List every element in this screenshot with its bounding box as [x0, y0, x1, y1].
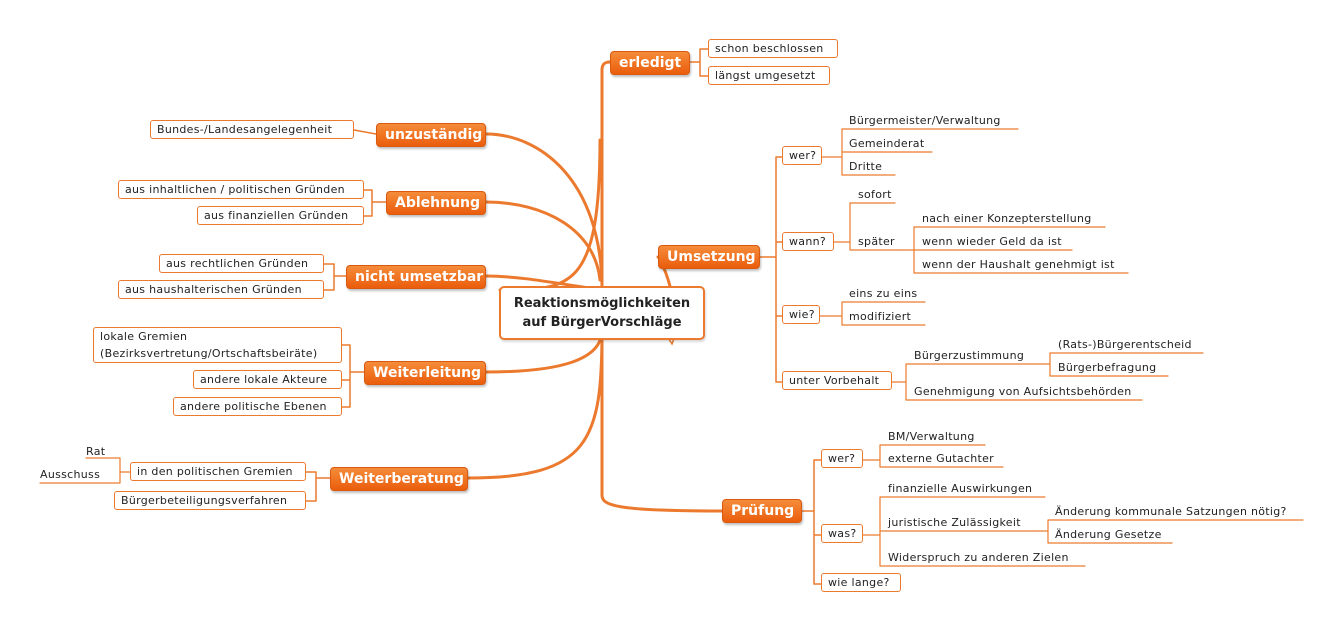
- connector-line: [341, 344, 365, 408]
- connector-line: [484, 132, 604, 287]
- leaf-buergermeister[interactable]: Bürgermeister/Verwaltung: [849, 114, 1001, 127]
- topic-pruefung[interactable]: Prüfung: [722, 499, 802, 523]
- connector-line: [759, 156, 783, 383]
- connector-line: [899, 226, 1129, 274]
- subtopic-wie-lange[interactable]: wie lange?: [821, 573, 901, 592]
- connector-line: [39, 457, 131, 484]
- connector-line: [819, 301, 926, 326]
- connector-line: [891, 363, 1143, 401]
- leaf-juristisch[interactable]: juristische Zulässigkeit: [888, 516, 1021, 529]
- subtopic-lokale-gremien-line2: (Bezirksvertretung/Ortschaftsbeiräte): [100, 347, 318, 360]
- topic-weiterleitung[interactable]: Weiterleitung: [364, 361, 486, 385]
- subtopic-p-was[interactable]: was?: [821, 524, 863, 543]
- connector-line: [363, 189, 387, 217]
- connector-line: [353, 129, 377, 135]
- connector-line: [821, 128, 1019, 176]
- subtopic-laengst-umgesetzt[interactable]: längst umgesetzt: [708, 66, 830, 85]
- leaf-fin-ausw[interactable]: finanzielle Auswirkungen: [888, 482, 1033, 495]
- subtopic-lokale-gremien[interactable]: lokale Gremien (Bezirksvertretung/Ortsch…: [93, 327, 342, 363]
- leaf-geld[interactable]: wenn wieder Geld da ist: [922, 235, 1062, 248]
- leaf-konzept[interactable]: nach einer Konzepterstellung: [922, 212, 1092, 225]
- subtopic-lokale-gremien-line1: lokale Gremien: [100, 330, 188, 343]
- subtopic-inhaltlich[interactable]: aus inhaltlichen / politischen Gründen: [118, 180, 364, 199]
- connector-line: [801, 459, 822, 585]
- connector-line: [1034, 519, 1304, 544]
- leaf-zustimmung[interactable]: Bürgerzustimmung: [914, 349, 1025, 362]
- central-topic-line1: Reaktionsmöglichkeiten: [513, 296, 691, 311]
- leaf-ausschuss[interactable]: Ausschuss: [40, 468, 101, 481]
- leaf-widerspruch[interactable]: Widerspruch zu anderen Zielen: [888, 551, 1069, 564]
- leaf-eins[interactable]: eins zu eins: [849, 287, 918, 300]
- leaf-modifiziert[interactable]: modifiziert: [849, 310, 912, 323]
- connector-line: [600, 60, 612, 287]
- leaf-entscheid[interactable]: (Rats-)Bürgerentscheid: [1058, 338, 1192, 351]
- leaf-gesetze[interactable]: Änderung Gesetze: [1055, 528, 1162, 541]
- subtopic-haushalterisch[interactable]: aus haushalterischen Gründen: [118, 280, 324, 299]
- connector-line: [323, 263, 347, 291]
- connector-line: [862, 496, 1086, 567]
- leaf-spaeter[interactable]: später: [858, 235, 895, 248]
- subtopic-schon-beschlossen[interactable]: schon beschlossen: [708, 39, 838, 58]
- subtopic-rechtlich[interactable]: aus rechtlichen Gründen: [159, 254, 324, 273]
- subtopic-andere-ebenen[interactable]: andere politische Ebenen: [173, 397, 342, 416]
- subtopic-andere-akteure[interactable]: andere lokale Akteure: [193, 370, 342, 389]
- leaf-befragung[interactable]: Bürgerbefragung: [1058, 361, 1157, 374]
- connector-line: [484, 200, 602, 282]
- leaf-satzungen[interactable]: Änderung kommunale Satzungen nötig?: [1055, 505, 1287, 518]
- connector-line: [466, 328, 604, 480]
- topic-weiterberatung[interactable]: Weiterberatung: [330, 467, 468, 491]
- subtopic-u-wer[interactable]: wer?: [782, 146, 822, 165]
- subtopic-pol-gremien[interactable]: in den politischen Gremien: [130, 462, 306, 481]
- topic-unzustaendig[interactable]: unzuständig: [376, 123, 486, 147]
- leaf-gutachter[interactable]: externe Gutachter: [888, 452, 995, 465]
- connector-line: [862, 444, 1004, 468]
- leaf-dritte[interactable]: Dritte: [849, 160, 883, 173]
- subtopic-buergerbeteiligung[interactable]: Bürgerbeteiligungsverfahren: [114, 491, 306, 510]
- topic-erledigt[interactable]: erledigt: [610, 51, 690, 75]
- connector-line: [1034, 352, 1204, 377]
- leaf-bm[interactable]: BM/Verwaltung: [888, 430, 975, 443]
- topic-ablehnung[interactable]: Ablehnung: [386, 191, 486, 215]
- leaf-rat[interactable]: Rat: [86, 445, 106, 458]
- subtopic-u-wann[interactable]: wann?: [782, 232, 834, 251]
- topic-nicht-umsetzbar[interactable]: nicht umsetzbar: [346, 265, 486, 289]
- subtopic-u-wie[interactable]: wie?: [782, 305, 820, 324]
- subtopic-bundes-landes[interactable]: Bundes-/Landesangelegenheit: [150, 120, 354, 139]
- topic-umsetzung[interactable]: Umsetzung: [658, 245, 760, 269]
- connector-line: [600, 313, 724, 513]
- connector-line: [305, 471, 331, 502]
- leaf-sofort[interactable]: sofort: [858, 188, 892, 201]
- leaf-gemeinderat[interactable]: Gemeinderat: [849, 137, 925, 150]
- connector-line: [833, 202, 901, 251]
- central-topic-line2: auf BürgerVorschläge: [522, 315, 682, 330]
- leaf-aufsicht[interactable]: Genehmigung von Aufsichtsbehörden: [914, 385, 1132, 398]
- leaf-haushalt[interactable]: wenn der Haushalt genehmigt ist: [922, 258, 1115, 271]
- connector-line: [689, 48, 709, 77]
- subtopic-vorbehalt[interactable]: unter Vorbehalt: [782, 371, 892, 390]
- subtopic-p-wer[interactable]: wer?: [821, 449, 863, 468]
- subtopic-finanziell[interactable]: aus finanziellen Gründen: [197, 206, 364, 225]
- central-topic[interactable]: Reaktionsmöglichkeiten auf BürgerVorschl…: [499, 286, 705, 340]
